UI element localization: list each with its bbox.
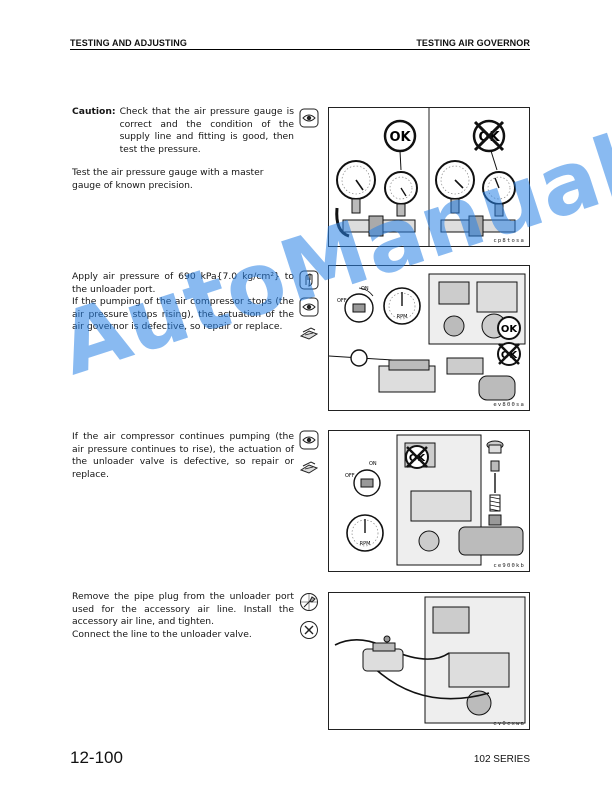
figure-unloader-test: OFF ON RPM OK <box>328 265 530 411</box>
figure-id-3: ce900kb <box>493 563 525 569</box>
section-4-paragraph-1: Remove the pipe plug from the unloader p… <box>72 591 294 628</box>
caution-text: Check that the air pressure gauge is cor… <box>119 106 294 155</box>
not-ok-mark: OK <box>405 445 429 469</box>
section-2-paragraph-2: If the pumping of the air compressor sto… <box>72 296 294 333</box>
test-gauge-right <box>482 171 516 217</box>
figure-unloader-valve: OFF ON RPM OK <box>328 430 530 572</box>
figure-id-2: ev800sa <box>493 402 525 408</box>
header-left-title: TESTING AND ADJUSTING <box>70 38 187 48</box>
caution-label: Caution: <box>72 106 116 117</box>
figure-gauge-comparison: OK OK cp8tosa <box>328 107 530 247</box>
unloader-valve-exploded <box>486 440 504 526</box>
figure-id-4: ev0cxwa <box>493 721 525 727</box>
section-3-text: If the air compressor continues pumping … <box>72 431 294 481</box>
figure-accessory-air-line: ev0cxwa <box>328 592 530 730</box>
section-2-paragraph-1: Apply air pressure of 690 kPa{7.0 kg/cm²… <box>72 271 294 295</box>
page-number: 12-100 <box>70 748 123 767</box>
test-gauge-left <box>384 171 418 217</box>
section-4-text: Remove the pipe plug from the unloader p… <box>72 591 294 641</box>
eye-icon <box>299 297 319 317</box>
switch-off-label: OFF <box>345 473 355 479</box>
section-1-text: Caution: Check that the air pressure gau… <box>72 106 294 193</box>
eye-icon <box>299 430 319 450</box>
compressor-illustration <box>329 349 516 401</box>
wrench-icon <box>300 593 318 611</box>
section-1-paragraph: Test the air pressure gauge with a maste… <box>72 167 264 191</box>
rpm-label: RPM <box>360 541 371 547</box>
ok-mark: OK <box>497 316 521 340</box>
accessory-air-line <box>334 635 490 700</box>
tachometer: RPM <box>383 287 421 325</box>
master-gauge-left <box>336 160 376 214</box>
rpm-label: RPM <box>397 314 408 320</box>
series-label: 102 SERIES <box>473 754 530 765</box>
master-gauge-right <box>435 160 475 214</box>
figure-id-1: cp8tosa <box>493 238 525 244</box>
starter-switch: OFF ON <box>337 286 374 323</box>
section-4-paragraph-2: Connect the line to the unloader valve. <box>72 628 252 640</box>
starter-switch: OFF ON <box>345 461 381 497</box>
ok-mark-left: OK <box>383 119 417 171</box>
hand-icon <box>299 270 319 290</box>
not-ok-mark-right: OK <box>472 119 506 171</box>
not-ok-mark: OK <box>497 342 521 366</box>
section-2-text: Apply air pressure of 690 kPa{7.0 kg/cm²… <box>72 271 294 334</box>
disassemble-icon <box>300 621 318 639</box>
header-rule <box>70 49 530 50</box>
ok-label-top: OK <box>501 324 519 335</box>
tachometer: RPM <box>346 514 384 552</box>
ok-label-left: OK <box>389 130 411 145</box>
tools-icon <box>299 461 319 474</box>
section-3-paragraph: If the air compressor continues pumping … <box>72 431 294 480</box>
switch-off-label: OFF <box>337 298 347 304</box>
header-right-title: TESTING AIR GOVERNOR <box>416 38 530 48</box>
eye-icon <box>299 108 319 128</box>
caution-block: Caution: Check that the air pressure gau… <box>72 106 294 156</box>
engine-illustration <box>424 596 526 724</box>
tools-icon <box>299 327 319 340</box>
switch-on-label: ON <box>369 461 377 467</box>
switch-on-label: ON <box>361 286 369 292</box>
